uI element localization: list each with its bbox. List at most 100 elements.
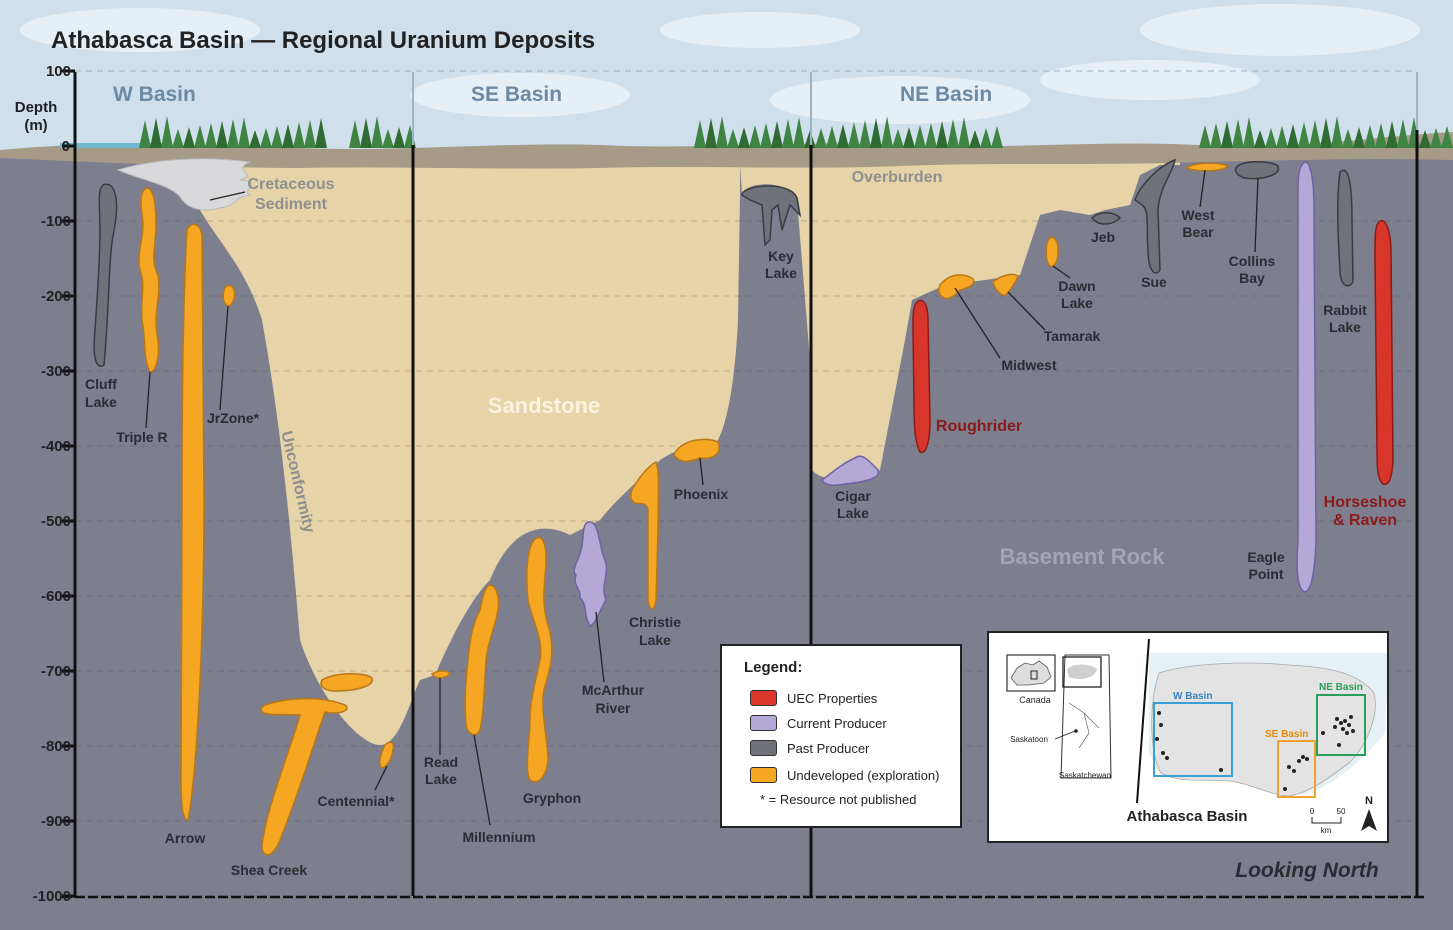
inset-divider <box>1136 638 1150 804</box>
label-christie-lake-1: Christie <box>629 614 681 630</box>
legend-item-undeveloped: Undeveloped (exploration) <box>750 766 939 784</box>
depth-tick-label: -200 <box>41 288 71 305</box>
tree <box>1210 123 1222 148</box>
w-basin-label: W Basin <box>1173 691 1212 702</box>
page-title: Athabasca Basin — Regional Uranium Depos… <box>51 27 595 54</box>
w-basin-box <box>1153 702 1233 777</box>
depth-axis-ticks: 1000-100-200-300-400-500-600-700-800-900… <box>33 63 75 905</box>
label-millennium: Millennium <box>462 829 535 845</box>
tree <box>705 118 717 148</box>
deposit-dawn-lake <box>1045 236 1059 268</box>
tree <box>216 121 228 148</box>
label-roughrider: Roughrider <box>936 418 1022 435</box>
layer-label-sandstone: Sandstone <box>488 393 600 418</box>
label-rabbit-lake-1: Rabbit <box>1323 302 1367 318</box>
depth-tick-label: -800 <box>41 738 71 755</box>
legend-item-current: Current Producer <box>750 714 887 732</box>
tree <box>349 120 361 148</box>
tree <box>139 120 151 148</box>
tree <box>1199 125 1211 148</box>
tree <box>360 118 372 148</box>
tree <box>183 127 195 148</box>
deposit-jeb <box>1091 212 1122 225</box>
label-phoenix: Phoenix <box>674 486 729 502</box>
layer-label-overburden: Overburden <box>852 169 943 186</box>
deposit-centennial <box>379 741 395 769</box>
legend: Legend: UEC Properties Current Producer … <box>720 644 962 828</box>
label-shea-creek: Shea Creek <box>231 862 307 878</box>
tree <box>371 116 383 148</box>
tree <box>1232 119 1244 148</box>
tree <box>1265 128 1277 148</box>
deposit-eagle-point <box>1296 161 1317 593</box>
tree <box>991 126 1003 148</box>
tree <box>1375 123 1387 148</box>
leader-lines <box>145 169 1259 826</box>
label-jeb: Jeb <box>1091 229 1115 245</box>
inset-map-graphic: Canada Saskatoon Saskatchewan W Basin SE… <box>1006 638 1387 835</box>
label-triple-r: Triple R <box>116 429 167 445</box>
tree <box>293 122 305 148</box>
deposit-arrow <box>180 223 205 821</box>
label-eagle-point-1: Eagle <box>1247 549 1285 565</box>
depth-tick-label: -900 <box>41 813 71 830</box>
deposit-christie-lake <box>630 460 660 610</box>
tree-line <box>139 116 1453 148</box>
saskatoon-leader <box>1054 730 1076 740</box>
tree <box>903 127 915 148</box>
tree <box>227 119 239 148</box>
sandstone-layer <box>180 160 1180 745</box>
deposit-millennium <box>464 584 500 736</box>
tree <box>782 119 794 148</box>
tree <box>1243 117 1255 148</box>
tree <box>837 124 849 148</box>
tree <box>249 130 261 148</box>
layer-label-basement: Basement Rock <box>999 544 1165 569</box>
label-collins-bay-1: Collins <box>1229 253 1276 269</box>
label-read-lake-1: Read <box>424 754 458 770</box>
tree <box>161 116 173 148</box>
tree <box>1287 124 1299 148</box>
tree <box>205 123 217 148</box>
scale-bar <box>1311 817 1342 824</box>
label-rabbit-lake-2: Lake <box>1329 319 1361 335</box>
depth-axis-label: Depth <box>15 99 58 116</box>
tree <box>826 126 838 148</box>
saskatchewan-marker <box>1030 670 1038 680</box>
canada-label: Canada <box>1019 695 1051 705</box>
north-arrow-icon <box>1361 809 1377 831</box>
tree <box>1331 116 1343 148</box>
label-tamarak: Tamarak <box>1044 328 1101 344</box>
tree <box>1441 126 1453 148</box>
tree <box>1353 127 1365 148</box>
inset-map: Canada Saskatoon Saskatchewan W Basin SE… <box>987 631 1389 843</box>
tree <box>271 126 283 148</box>
tree <box>1386 121 1398 148</box>
saskatoon-dot <box>1074 729 1078 733</box>
clouds <box>20 4 1420 124</box>
tree <box>771 121 783 148</box>
tree <box>925 123 937 148</box>
tree <box>892 129 904 148</box>
tree <box>238 117 250 148</box>
deposit-tamarak <box>992 273 1019 297</box>
depth-tick-label: -500 <box>41 513 71 530</box>
deposit-midwest <box>938 274 975 300</box>
label-cigar-lake-1: Cigar <box>835 488 871 504</box>
legend-item-uec: UEC Properties <box>750 689 877 707</box>
label-midwest: Midwest <box>1001 357 1057 373</box>
deposit-shea-creek <box>260 697 348 856</box>
tree <box>914 125 926 148</box>
tree <box>194 125 206 148</box>
label-dawn-lake-2: Lake <box>1061 295 1093 311</box>
tree <box>150 118 162 148</box>
tree <box>958 117 970 148</box>
tree <box>1221 121 1233 148</box>
legend-label-past: Past Producer <box>787 740 870 756</box>
label-key-lake-1: Key <box>768 248 794 264</box>
depth-tick-label: -700 <box>41 663 71 680</box>
deposit-key-lake <box>741 185 802 247</box>
scale-label-0: 0 <box>1310 807 1315 816</box>
depth-tick-label: -400 <box>41 438 71 455</box>
tree <box>749 125 761 148</box>
